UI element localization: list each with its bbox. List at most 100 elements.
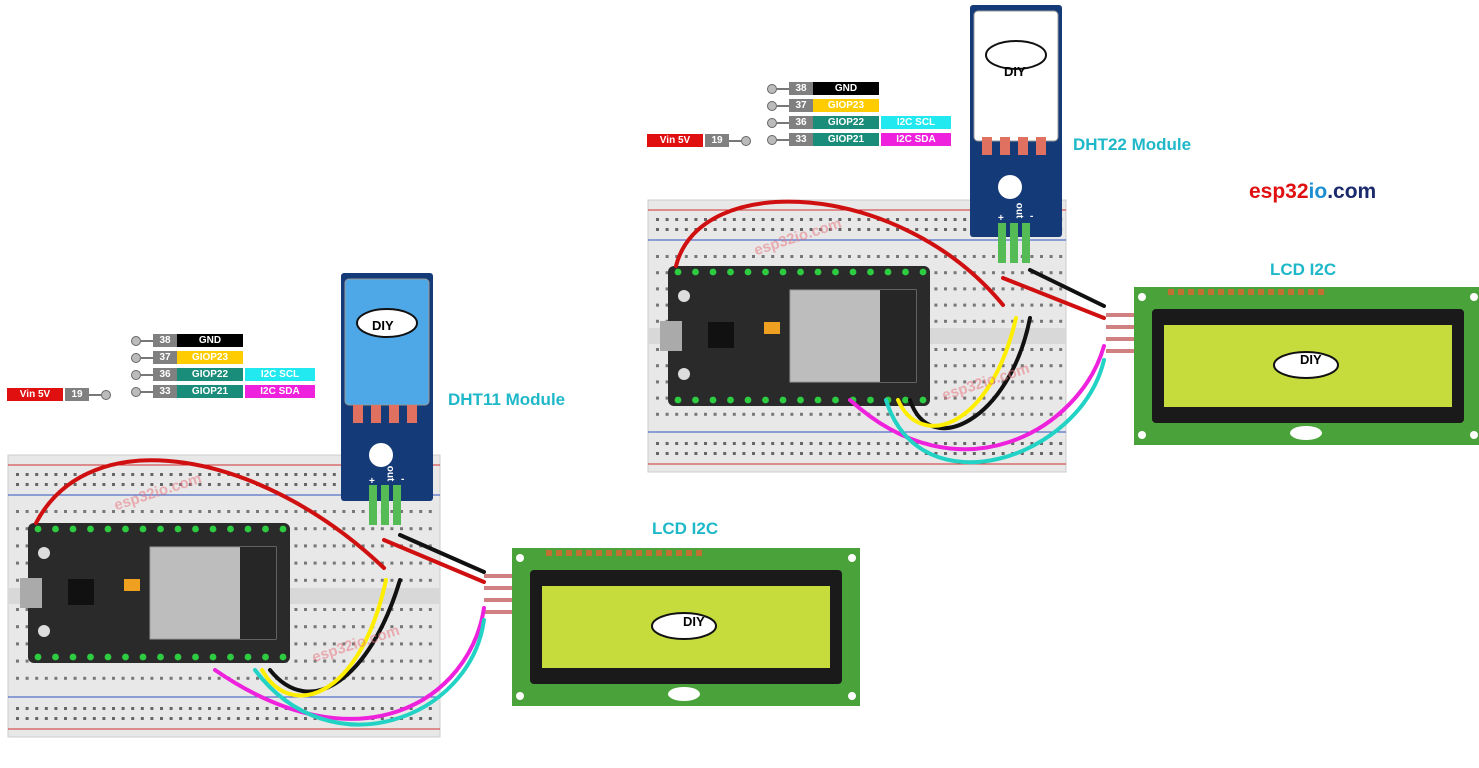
hole	[419, 625, 423, 629]
lcd-pin	[1278, 289, 1284, 295]
capacitor	[124, 579, 140, 591]
header-pin	[381, 485, 389, 525]
hole	[838, 218, 842, 221]
hole	[1001, 287, 1005, 291]
hole	[963, 319, 967, 323]
hole	[982, 303, 986, 307]
hole	[294, 717, 298, 720]
hole	[924, 255, 928, 258]
gpio-pin	[174, 653, 182, 661]
antenna	[880, 290, 916, 382]
wire-vcc	[674, 199, 1005, 307]
sensor-leg	[389, 405, 399, 423]
lcd-pin	[576, 550, 582, 556]
hole	[140, 717, 144, 720]
hole	[838, 452, 842, 455]
hole	[732, 452, 736, 455]
hole	[428, 544, 432, 548]
gpio-pin	[832, 396, 839, 404]
hole	[656, 452, 659, 455]
hole	[284, 473, 288, 476]
lcd-pin	[1208, 289, 1214, 295]
hole	[934, 380, 938, 384]
gpio-pin	[157, 653, 164, 661]
hole	[848, 412, 851, 416]
hole	[665, 364, 669, 368]
button	[678, 368, 690, 380]
hole	[1030, 348, 1034, 351]
hole	[742, 452, 746, 455]
hole	[800, 255, 803, 258]
diy-badge	[985, 40, 1047, 70]
hole	[361, 578, 365, 582]
lcd-hole	[848, 554, 856, 562]
gpio-pin	[849, 268, 857, 276]
gpio-pin	[674, 268, 682, 276]
gpio-pin	[244, 653, 252, 661]
hole	[390, 608, 394, 611]
hole	[944, 218, 947, 221]
hole	[323, 510, 327, 513]
hole	[1020, 319, 1024, 323]
gpio-pin	[279, 525, 287, 533]
hole	[25, 561, 29, 565]
gpio-pin	[192, 653, 199, 661]
hole	[934, 228, 938, 231]
hole	[819, 255, 823, 258]
hole	[294, 483, 298, 486]
gpio-pin	[139, 653, 147, 661]
hole	[217, 707, 221, 710]
hole	[169, 483, 173, 486]
hole	[963, 303, 967, 307]
pin-function: I2C SCL	[881, 116, 951, 129]
pin-name: GIOP23	[177, 351, 243, 364]
hole	[380, 707, 384, 710]
hole	[752, 442, 755, 445]
hole	[944, 319, 947, 323]
hole	[1011, 442, 1015, 445]
hole	[1030, 303, 1034, 307]
gpio-pin	[902, 268, 909, 276]
hole	[1040, 303, 1043, 307]
hole	[313, 544, 317, 548]
hole	[256, 510, 259, 513]
hole	[848, 452, 851, 455]
gpio-pin	[104, 525, 112, 533]
hole	[828, 412, 832, 416]
hole	[294, 544, 298, 548]
gpio-pin	[884, 268, 892, 276]
hole	[953, 228, 957, 231]
hole	[1059, 442, 1063, 445]
hole	[742, 255, 746, 258]
hole	[102, 717, 106, 720]
hole	[361, 659, 365, 663]
hole	[44, 717, 48, 720]
hole	[390, 707, 394, 710]
hole	[838, 228, 842, 231]
hole	[963, 228, 967, 231]
sensor-body	[344, 278, 430, 406]
lcd-module	[484, 548, 860, 706]
hole	[886, 228, 890, 231]
hole	[332, 676, 336, 680]
lcd-pin	[1238, 289, 1244, 295]
hole	[400, 659, 403, 663]
hole	[896, 452, 899, 455]
hole	[102, 473, 106, 476]
hole	[1059, 255, 1063, 258]
hole	[732, 412, 736, 416]
hole	[380, 717, 384, 720]
hole	[380, 659, 384, 663]
hole	[208, 473, 211, 476]
gpio-pin	[52, 525, 59, 533]
pin-name: GIOP21	[177, 385, 243, 398]
hole	[380, 561, 384, 565]
hole	[102, 510, 106, 513]
hole	[684, 412, 688, 416]
pin-line	[777, 87, 789, 90]
gpio-pin	[692, 396, 699, 404]
i2c-pin	[1106, 325, 1134, 329]
hole	[857, 412, 861, 416]
hole	[1040, 287, 1043, 291]
